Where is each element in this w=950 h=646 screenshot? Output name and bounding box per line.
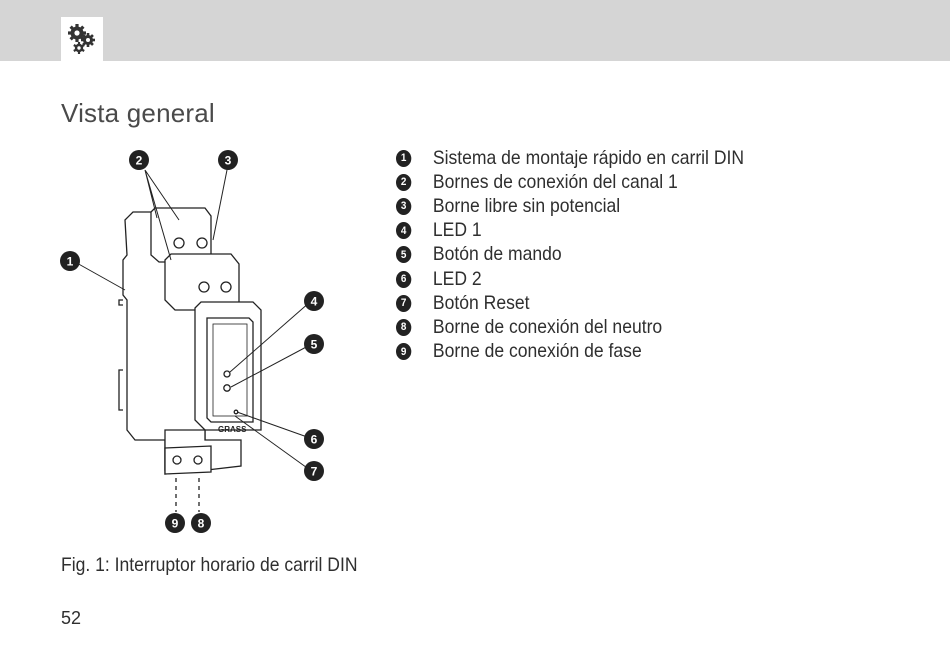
legend-number: 4: [396, 222, 412, 240]
legend-item: 2 Bornes de conexión del canal 1: [396, 170, 744, 194]
page-number: 52: [61, 608, 82, 628]
svg-text:8: 8: [198, 517, 205, 531]
legend-item: 1 Sistema de montaje rápido en carril DIN: [396, 146, 744, 170]
legend-item: 9 Borne de conexión de fase: [396, 340, 744, 364]
svg-text:5: 5: [311, 338, 318, 352]
legend-list: 1 Sistema de montaje rápido en carril DIN…: [396, 146, 783, 364]
legend-number: 7: [396, 294, 412, 312]
callout-4: 4: [304, 291, 324, 311]
callout-2: 2: [129, 150, 149, 170]
legend-number: 8: [396, 318, 412, 336]
legend-text: Sistema de montaje rápido en carril DIN: [432, 146, 745, 169]
legend-text: LED 2: [432, 267, 482, 290]
tab-pointer: [75, 60, 89, 69]
svg-text:9: 9: [172, 517, 179, 531]
svg-text:7: 7: [311, 465, 318, 479]
legend-item: 8 Borne de conexión del neutro: [396, 315, 744, 339]
svg-text:3: 3: [225, 154, 232, 168]
legend-number: 3: [396, 197, 412, 215]
svg-text:4: 4: [311, 295, 318, 309]
legend-number: 2: [396, 173, 412, 191]
svg-text:2: 2: [136, 154, 143, 168]
section-tab: [61, 17, 103, 61]
callout-8: 8: [191, 513, 211, 533]
legend-number: 9: [396, 343, 412, 361]
legend-item: 7 Botón Reset: [396, 291, 744, 315]
legend-item: 4 LED 1: [396, 219, 744, 243]
gears-icon: [68, 24, 95, 54]
figure-caption: Fig. 1: Interruptor horario de carril DI…: [61, 554, 358, 576]
device-illustration: GRASS 2 3 1 4 5 6 7 9 8: [60, 150, 324, 533]
legend-text: Bornes de conexión del canal 1: [432, 170, 678, 193]
legend-text: Borne de conexión de fase: [432, 340, 642, 363]
svg-text:6: 6: [311, 433, 318, 447]
legend-text: Borne libre sin potencial: [432, 194, 621, 217]
page-title: Vista general: [61, 98, 215, 128]
header-bar: [0, 0, 950, 61]
callout-3: 3: [218, 150, 238, 170]
legend-item: 3 Borne libre sin potencial: [396, 194, 744, 218]
legend-number: 5: [396, 246, 412, 264]
legend-item: 6 LED 2: [396, 267, 744, 291]
legend-text: Botón de mando: [432, 243, 562, 266]
legend-number: 1: [396, 149, 412, 167]
legend-text: LED 1: [432, 219, 482, 242]
device-brand-label: GRASS: [218, 425, 247, 434]
legend-text: Borne de conexión del neutro: [432, 315, 663, 338]
callout-7: 7: [304, 461, 324, 481]
legend-number: 6: [396, 270, 412, 288]
legend-text: Botón Reset: [432, 291, 530, 314]
callout-5: 5: [304, 334, 324, 354]
svg-text:1: 1: [67, 255, 74, 269]
callout-9: 9: [165, 513, 185, 533]
callout-1: 1: [60, 251, 80, 271]
callout-6: 6: [304, 429, 324, 449]
legend-item: 5 Botón de mando: [396, 243, 744, 267]
